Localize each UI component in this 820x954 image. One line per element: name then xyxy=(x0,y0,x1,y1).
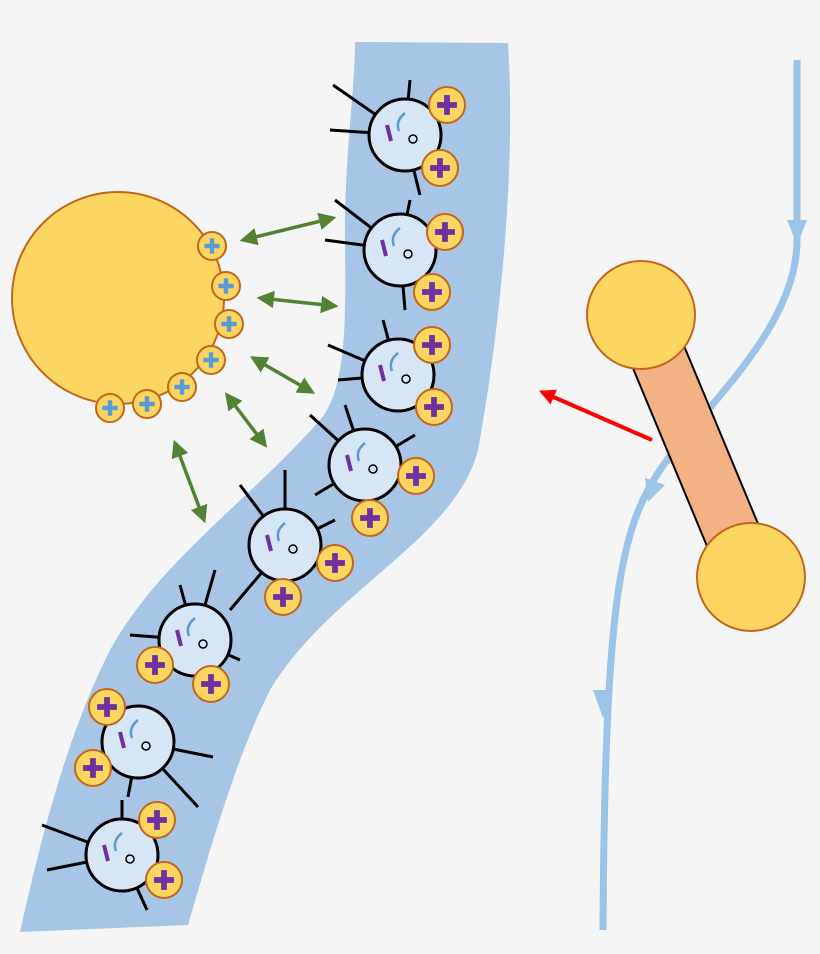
positive-charge xyxy=(95,393,125,423)
bound-particle xyxy=(426,213,464,251)
plus-icon xyxy=(273,587,293,607)
double-arrow xyxy=(256,290,339,314)
cell xyxy=(228,470,354,616)
plus-icon xyxy=(360,508,380,528)
bound-particle xyxy=(138,801,176,839)
cell-body xyxy=(247,507,323,583)
positive-charge xyxy=(167,372,197,402)
minus-icon xyxy=(378,364,386,382)
bound-particle xyxy=(415,388,453,426)
double-arrow xyxy=(171,439,208,524)
organelle xyxy=(403,249,413,259)
interaction-arrows xyxy=(171,212,339,524)
plus-icon xyxy=(406,466,426,486)
bound-particle xyxy=(413,326,451,364)
organelle xyxy=(368,464,378,474)
bound-particle xyxy=(397,457,435,495)
bound-particle xyxy=(351,499,389,537)
rod-dumbbell xyxy=(586,260,806,632)
cell xyxy=(308,404,435,537)
cell xyxy=(129,569,241,703)
minus-icon xyxy=(175,629,183,647)
cell-body xyxy=(367,97,443,173)
cell-body xyxy=(362,212,438,288)
plus-icon xyxy=(430,158,450,178)
plus-icon xyxy=(204,238,220,254)
flow-line xyxy=(599,60,801,931)
organelle xyxy=(288,544,298,554)
double-arrow xyxy=(249,356,316,394)
plus-icon xyxy=(83,758,103,778)
plus-icon xyxy=(201,674,221,694)
cell xyxy=(327,319,453,426)
plus-icon xyxy=(435,222,455,242)
double-arrow xyxy=(224,392,268,448)
plus-icon xyxy=(437,95,457,115)
organelle xyxy=(401,374,411,384)
plus-icon xyxy=(422,335,442,355)
organelle xyxy=(391,227,401,247)
minus-icon xyxy=(102,844,110,862)
cell xyxy=(41,800,183,911)
organelle xyxy=(389,352,399,372)
positive-charge xyxy=(197,231,227,261)
cell-chain xyxy=(41,79,466,911)
plus-icon xyxy=(147,810,167,830)
positive-charge xyxy=(132,389,162,419)
organelle xyxy=(113,832,123,852)
organelle xyxy=(276,522,286,542)
minus-icon xyxy=(118,731,126,749)
plus-icon xyxy=(102,400,118,416)
cell xyxy=(329,79,466,196)
cell xyxy=(74,688,214,809)
plus-icon xyxy=(97,697,117,717)
plus-icon xyxy=(203,352,219,368)
plus-icon xyxy=(424,397,444,417)
plus-icon xyxy=(325,553,345,573)
positive-charge xyxy=(211,271,241,301)
bound-particle xyxy=(428,86,466,124)
bound-particle xyxy=(421,149,459,187)
force-arrow xyxy=(539,389,653,442)
minus-icon xyxy=(380,239,388,257)
minus-icon xyxy=(345,454,353,472)
bound-particle xyxy=(192,665,230,703)
minus-icon xyxy=(265,534,273,552)
plus-icon xyxy=(139,396,155,412)
minus-icon xyxy=(385,124,393,142)
bound-particle xyxy=(413,273,451,311)
large-particle xyxy=(11,191,244,423)
bound-particle xyxy=(264,578,302,616)
bound-particle xyxy=(74,749,112,787)
positive-charge xyxy=(196,345,226,375)
plus-icon xyxy=(154,870,174,890)
cell xyxy=(324,198,464,311)
organelle xyxy=(129,719,139,739)
cell-body xyxy=(100,704,176,780)
organelle xyxy=(141,741,151,751)
organelle xyxy=(198,639,208,649)
plus-icon xyxy=(174,379,190,395)
plus-icon xyxy=(422,282,442,302)
positive-charge xyxy=(214,309,244,339)
bound-particle xyxy=(136,646,174,684)
bound-particle xyxy=(316,544,354,582)
plus-icon xyxy=(218,278,234,294)
cell-body xyxy=(360,337,436,413)
organelle xyxy=(396,112,406,132)
organelle xyxy=(125,854,135,864)
cell-body xyxy=(327,427,403,503)
bound-particle xyxy=(145,861,183,899)
plus-icon xyxy=(221,316,237,332)
organelle xyxy=(186,617,196,637)
organelle xyxy=(356,442,366,462)
double-arrow xyxy=(239,212,337,246)
bound-particle xyxy=(88,688,126,726)
cell-body xyxy=(84,817,160,893)
organelle xyxy=(408,134,418,144)
plus-icon xyxy=(145,655,165,675)
flow-arrowheads xyxy=(593,220,807,718)
